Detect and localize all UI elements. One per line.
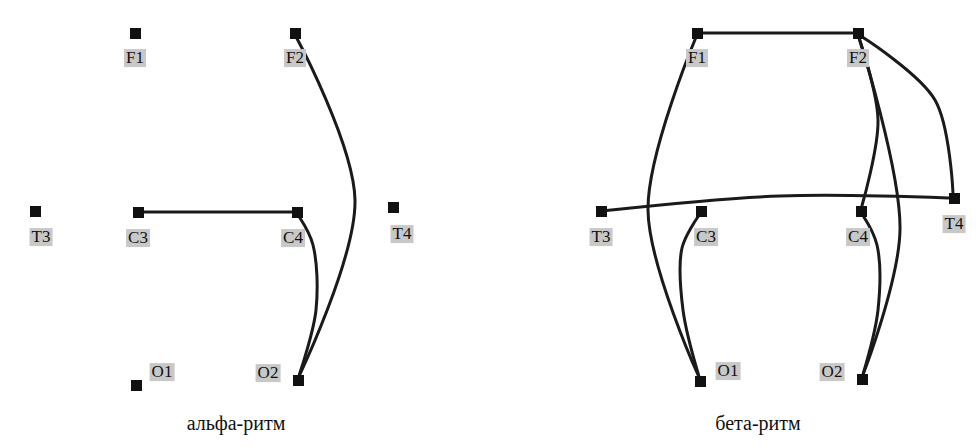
- electrode-marker: C4: [856, 206, 867, 217]
- electrode-marker: O1: [695, 376, 706, 387]
- coherence-link: [297, 39, 355, 375]
- electrode-marker: O1: [131, 380, 142, 391]
- rhythm-caption: альфа-ритм: [187, 412, 286, 434]
- coherence-link: [703, 32, 853, 35]
- electrode-marker: T3: [596, 206, 607, 217]
- electrode-label: T3: [30, 228, 53, 246]
- electrode-label: T4: [943, 215, 966, 233]
- electrode-marker: C3: [133, 207, 144, 218]
- electrode-label: C4: [281, 229, 305, 247]
- electrode-marker: T3: [30, 206, 41, 217]
- electrode-label: F1: [124, 49, 146, 67]
- coherence-link: [648, 39, 698, 376]
- rhythm-caption: бета-ритм: [715, 412, 800, 434]
- brain-region: альфа-ритмF1F2T3C3C4T4O1O2: [12, 2, 460, 410]
- electrode-marker: O2: [857, 374, 868, 385]
- electrode-label: C3: [126, 229, 150, 247]
- electrode-label: O2: [256, 364, 281, 382]
- electrode-label: O1: [716, 362, 741, 380]
- coherence-link: [144, 211, 292, 214]
- electrode-marker: O2: [293, 375, 304, 386]
- electrode-label: F1: [686, 49, 708, 67]
- electrode-label: T4: [391, 225, 414, 243]
- electrode-marker: F1: [692, 28, 703, 39]
- electrode-marker: C4: [292, 207, 303, 218]
- electrode-label: F2: [284, 49, 306, 67]
- electrode-label: C3: [694, 228, 718, 246]
- electrode-marker: T4: [949, 193, 960, 204]
- brain-shape: [20, 8, 452, 403]
- brain-region: бета-ритмF1F2T3C3C4T4O1O2: [553, 2, 963, 410]
- electrode-label: O1: [150, 363, 175, 381]
- electrode-marker: T4: [388, 202, 399, 213]
- electrode-label: T3: [590, 228, 613, 246]
- electrode-label: F2: [847, 49, 869, 67]
- electrode-marker: C3: [696, 206, 707, 217]
- electrode-label: C4: [846, 228, 870, 246]
- electrode-marker: F2: [853, 28, 864, 39]
- brain-shape: [560, 8, 955, 403]
- coherence-link: [864, 38, 953, 193]
- electrode-label: O2: [820, 363, 845, 381]
- electrode-marker: F1: [130, 28, 141, 39]
- brain-outline: [553, 2, 963, 410]
- electrode-marker: F2: [290, 28, 301, 39]
